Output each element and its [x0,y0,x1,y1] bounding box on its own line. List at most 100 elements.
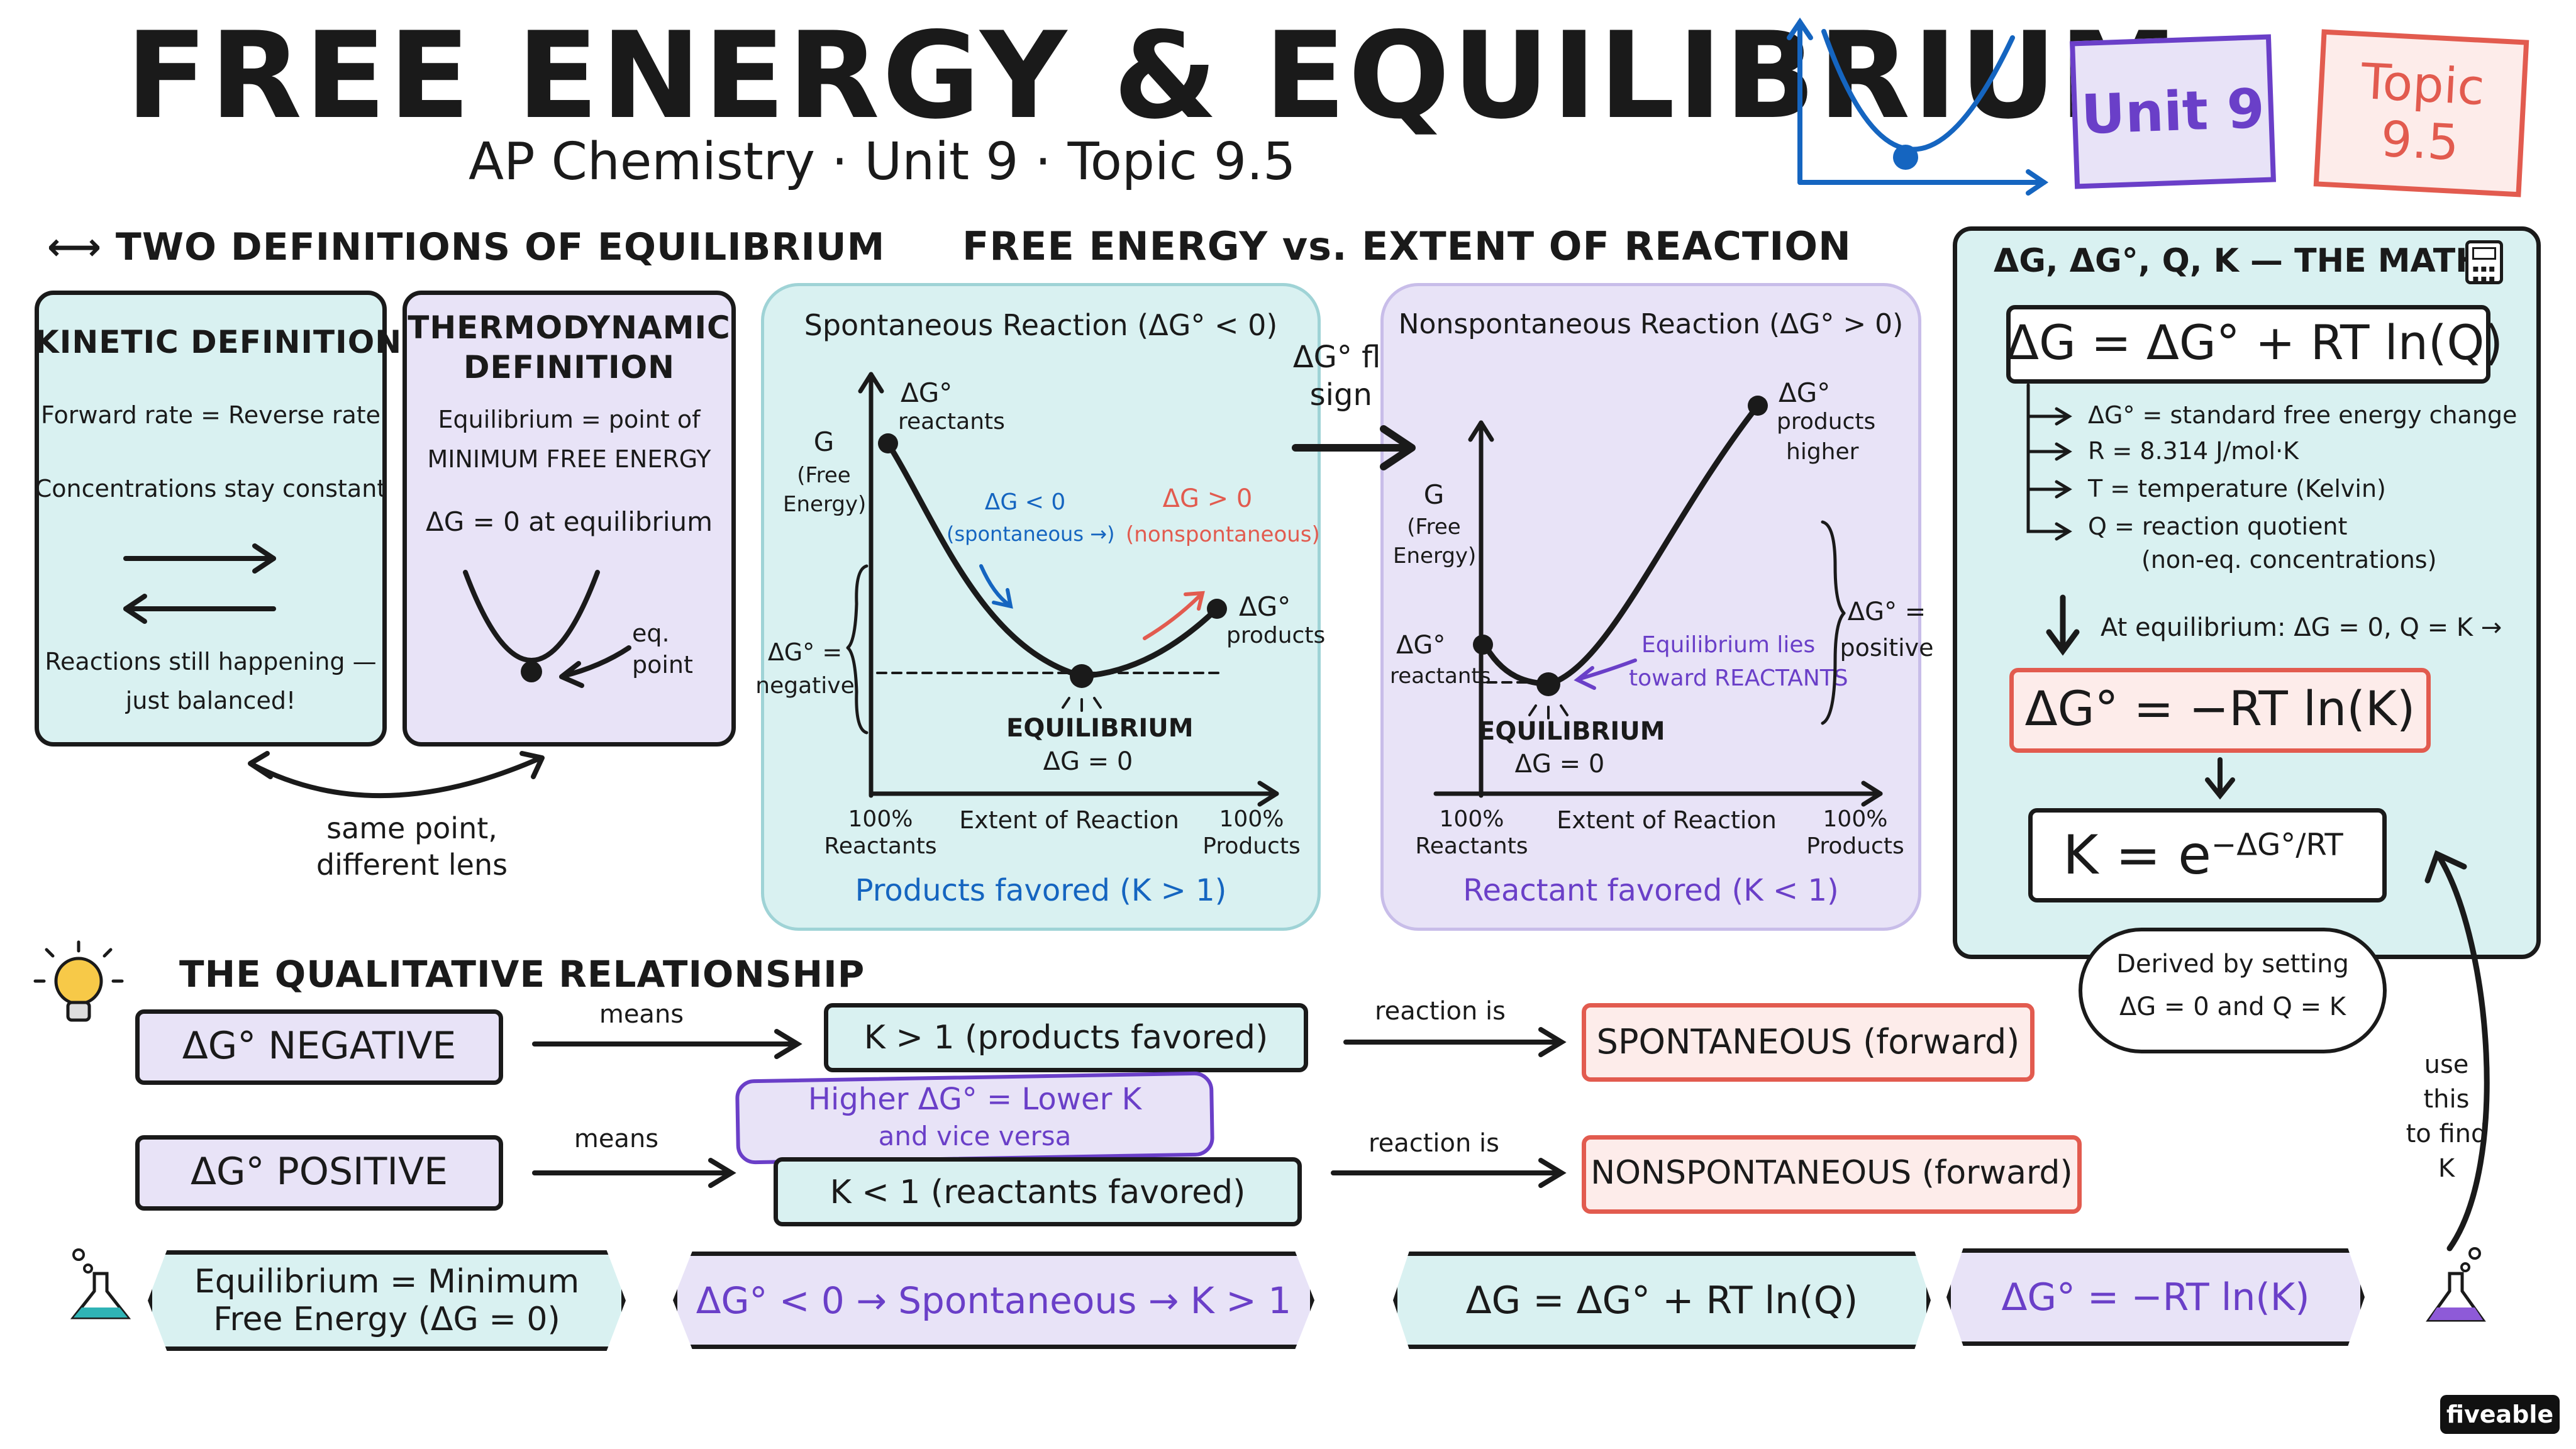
summary-banner-1: Equilibrium = Minimum Free Energy (ΔG = … [148,1250,626,1351]
kinetic-line4: just balanced! [125,687,296,714]
spont-x-left-1: 100% [848,806,913,832]
nonspont-footer: Reactant favored (K < 1) [1463,873,1839,908]
spont-reactants-label-1: ΔG° [901,377,953,408]
flask-icon-purple [2415,1242,2503,1327]
spont-eq-label-2: ΔG = 0 [1043,747,1133,776]
thermo-title-line1: THERMODYNAMIC [408,309,731,346]
dg-negative-box [135,1009,503,1085]
lightbulb-icon [31,937,126,1038]
dg-positive-label: ΔG° POSITIVE [190,1150,448,1194]
topic-badge-line1: Topic [2360,53,2486,117]
brand-logo-text: fiveable [2446,1401,2554,1428]
page-title: FREE ENERGY & EQUILIBRIUM [126,6,2181,145]
nonspont-x-right-1: 100% [1823,806,1888,832]
at-equilibrium-note: At equilibrium: ΔG = 0, Q = K → [2101,613,2502,642]
derived-cloud [2079,928,2387,1053]
eq-point-label-line1: eq. [632,619,670,647]
spont-delta-label-2: negative [755,673,855,699]
kinetic-line1: Forward rate = Reverse rate [40,401,381,429]
nonspont-y-label-2: (Free [1407,514,1461,540]
nonspont-delta-label-1: ΔG° = [1847,597,1926,626]
derived-line1: Derived by setting [2116,950,2349,979]
use-line3: to find [2406,1119,2487,1148]
kinetic-title: KINETIC DEFINITION [35,324,402,360]
link-label-line2: different lens [316,848,508,882]
nonspont-y-label-1: G [1423,479,1445,510]
spont-footer: Products favored (K > 1) [855,873,1227,908]
row2-means: means [574,1124,659,1153]
k-less-box [774,1157,1302,1226]
nonspontaneous-result-box [1582,1135,2082,1214]
spontaneous-result: SPONTANEOUS (forward) [1596,1022,2020,1062]
brand-logo: fiveable [2440,1395,2560,1434]
nonspont-products-label-3: higher [1786,439,1859,465]
summary-4: ΔG° = −RT ln(K) [2001,1275,2310,1319]
nonspont-x-mid: Extent of Reaction [1557,806,1777,834]
spont-y-label-1: G [813,426,835,457]
equation-dg-standard: ΔG° = −RT ln(K) [2024,680,2416,736]
link-label-line1: same point, [326,811,497,845]
callout-line1: Higher ΔG° = Lower K [808,1082,1142,1117]
spont-x-mid: Extent of Reaction [959,806,1179,834]
thermo-title-line2: DEFINITION [464,349,675,386]
unit-badge-label: Unit 9 [2080,77,2266,147]
summary-banner-3: ΔG = ΔG° + RT ln(Q) [1393,1252,1931,1349]
qualitative-heading: THE QUALITATIVE RELATIONSHIP [179,953,865,996]
summary-banner-2: ΔG° < 0 → Spontaneous → K > 1 [673,1252,1314,1349]
equation-dg: ΔG = ΔG° + RT ln(Q) [2006,314,2504,370]
math-heading: ΔG, ΔG°, Q, K — THE MATH [1994,242,2483,280]
nonspont-lies-label-2: toward REACTANTS [1629,665,1848,691]
spont-x-left-2: Reactants [824,833,937,859]
spont-y-label-2: (Free [797,463,851,488]
nonspont-products-label-2: products [1777,409,1876,435]
nonspont-y-label-3: Energy) [1393,543,1477,569]
eq-point-label-line2: point [632,651,693,679]
def-dg-standard: ΔG° = standard free energy change [2088,401,2518,429]
calculator-icon: ▪▪▪▪▪▪ [2465,240,2503,284]
nonspontaneous-result: NONSPONTANEOUS (forward) [1591,1154,2073,1192]
spont-title: Spontaneous Reaction (ΔG° < 0) [804,308,1278,342]
equation-k-exponent: −ΔG°/RT [2211,827,2343,863]
spont-products-label-1: ΔG° [1239,591,1291,622]
use-line4: K [2438,1154,2455,1183]
nonspont-reactants-label-1: ΔG° [1396,631,1446,660]
def-t: T = temperature (Kelvin) [2088,475,2386,502]
summary-banner-4: ΔG° = −RT ln(K) [1946,1248,2365,1346]
kinetic-line3: Reactions still happening — [45,648,377,675]
row2-reaction-is: reaction is [1368,1129,1499,1158]
summary-2: ΔG° < 0 → Spontaneous → K > 1 [696,1279,1292,1322]
dg-positive-box [135,1135,503,1211]
nonspont-x-left-2: Reactants [1415,833,1528,859]
def-q: Q = reaction quotient [2088,513,2348,540]
spont-right-arrow-label-2: (nonspontaneous) [1126,522,1320,547]
spont-products-label-2: products [1226,623,1326,648]
summary-3: ΔG = ΔG° + RT ln(Q) [1465,1278,1858,1323]
nonspont-x-right-2: Products [1806,833,1904,859]
spontaneous-result-box [1582,1003,2035,1082]
row1-reaction-is: reaction is [1375,997,1506,1026]
unit-badge: Unit 9 [2069,34,2277,189]
summary-1-line2: Free Energy (ΔG = 0) [213,1301,560,1338]
thermo-line3: ΔG = 0 at equilibrium [425,506,713,537]
dg-negative-label: ΔG° NEGATIVE [182,1024,457,1068]
spont-delta-label-1: ΔG° = [767,638,843,666]
nonspont-reactants-label-2: reactants [1390,663,1491,689]
k-less-label: K < 1 (reactants favored) [830,1174,1246,1211]
page-subtitle: AP Chemistry · Unit 9 · Topic 9.5 [469,132,1296,192]
two-defs-heading: ⟷ TWO DEFINITIONS OF EQUILIBRIUM [47,225,886,269]
nonspont-eq-label-1: EQUILIBRIUM [1478,717,1665,746]
topic-badge-line2: 9.5 [2379,111,2460,172]
nonspont-lies-label-1: Equilibrium lies [1641,632,1816,658]
spont-eq-label-1: EQUILIBRIUM [1006,714,1194,743]
use-line1: use [2424,1050,2469,1079]
spont-reactants-label-2: reactants [898,409,1005,435]
double-arrow-icon: ⟷ [47,225,116,269]
k-greater-box [824,1003,1308,1072]
callout-line2: and vice versa [878,1121,1072,1152]
spont-right-arrow-label-1: ΔG > 0 [1162,484,1253,513]
def-q-note: (non-eq. concentrations) [2141,546,2437,574]
equation-k: K = e−ΔG°/RT [2063,824,2343,887]
nonspont-eq-label-2: ΔG = 0 [1514,750,1605,779]
derived-line2: ΔG = 0 and Q = K [2119,992,2346,1021]
thermo-line2: MINIMUM FREE ENERGY [427,445,711,473]
